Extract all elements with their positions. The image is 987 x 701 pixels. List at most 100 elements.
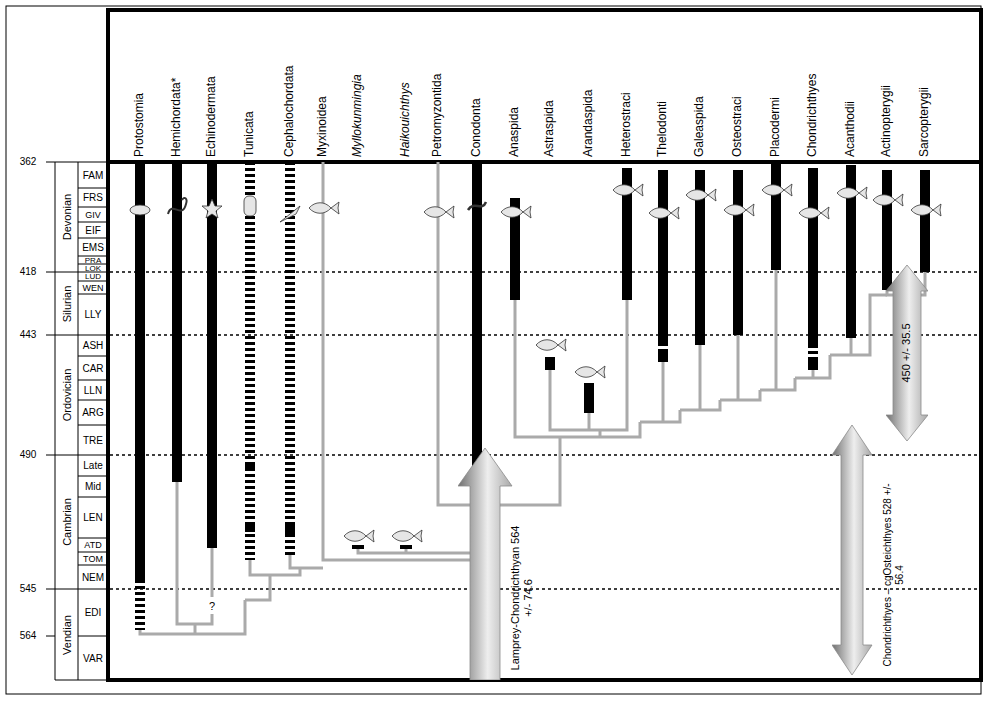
- period-label: Devonian: [60, 194, 73, 240]
- range-bar: [808, 168, 818, 345]
- grid-line: [55, 335, 108, 336]
- taxon-label: Actinopterygii: [880, 85, 894, 157]
- tree-branch: [599, 430, 602, 437]
- arrow-shape: [886, 265, 928, 441]
- stage-label: Late: [79, 456, 107, 476]
- range-bar: [135, 162, 145, 580]
- age-number: 545: [20, 583, 37, 595]
- range-bar: [285, 522, 295, 534]
- stage-label: LUD: [79, 273, 107, 281]
- fish-icon: [799, 207, 829, 219]
- dashed-range-bar: [285, 162, 295, 555]
- range-bar: [245, 522, 255, 532]
- estimate-label: Chondrichthyes – cgOsteichthyes 528 +/- …: [882, 473, 906, 678]
- tree-branch: [850, 338, 853, 355]
- time-scale-grid: [46, 162, 108, 680]
- estimate-label: 450 +/- 35.5: [900, 311, 913, 395]
- stage-label: LOK: [79, 265, 107, 272]
- stage-label: ASH: [79, 336, 107, 356]
- grid-line: [78, 497, 108, 498]
- range-bar: [920, 170, 930, 272]
- lancelet-icon: [280, 206, 300, 222]
- stage-label: EIF: [79, 223, 107, 238]
- taxon-label: Acanthodii: [844, 101, 858, 157]
- stage-label: FAM: [79, 163, 107, 188]
- range-bar: [245, 462, 255, 471]
- grid-line: [78, 222, 108, 223]
- grid-line: [78, 238, 108, 239]
- range-bar: [882, 170, 892, 290]
- estimate-label: Lamprey-Chondrichthyan 564 +/- 74.6: [509, 523, 535, 673]
- range-bar: [584, 383, 594, 413]
- taxon-label: Astraspida: [543, 100, 557, 157]
- fossil-fish-icon: [392, 530, 422, 542]
- tree-branch: [438, 162, 560, 505]
- fish-icon: [649, 207, 679, 219]
- taxon-label: Chondrichthyes: [806, 74, 820, 157]
- grid-line: [78, 565, 108, 566]
- range-bar: [658, 170, 668, 346]
- fish-icon: [837, 187, 867, 199]
- tree-branch: [211, 548, 214, 597]
- grid-line: [78, 294, 108, 295]
- stage-label: FRS: [79, 189, 107, 207]
- tree-branch: [405, 549, 408, 553]
- grid-line: [78, 636, 108, 637]
- tree-branch: [290, 555, 323, 568]
- axis-tick: [46, 335, 55, 336]
- grid-line: [55, 680, 108, 681]
- taxon-label: Galeaspida: [693, 96, 707, 157]
- taxon-label: Myxinoidea: [316, 96, 330, 157]
- stage-label: TRE: [79, 426, 107, 455]
- main-frame: [108, 10, 981, 680]
- range-bar: [658, 349, 668, 362]
- age-number: 443: [20, 329, 37, 341]
- stage-label: CAR: [79, 357, 107, 380]
- age-number: 564: [20, 630, 37, 642]
- fish-icon: [686, 189, 716, 201]
- taxon-label: Haikouichthys: [399, 82, 413, 157]
- taxon-label: Myllokunmingia: [351, 74, 365, 157]
- grid-line: [78, 400, 108, 401]
- hagfish-icon: [309, 202, 339, 214]
- range-bar: [207, 162, 217, 548]
- arrow-shape: [458, 448, 512, 680]
- tree-branch: [177, 482, 212, 624]
- starfish-icon: [202, 199, 222, 218]
- worm-icon: [168, 198, 187, 214]
- dashed-range-bar: [808, 345, 818, 360]
- period-label: Ordovician: [60, 369, 73, 422]
- tree-branch: [699, 345, 702, 410]
- fish-icon: [536, 339, 566, 351]
- stage-label: LLY: [79, 295, 107, 335]
- tree-branch: [140, 600, 245, 634]
- phylogeny-tree: [140, 162, 925, 634]
- grid-line: [55, 162, 56, 680]
- grid-line: [55, 589, 108, 590]
- fish-icon: [613, 184, 643, 196]
- conodont-icon: [468, 202, 486, 210]
- axis-tick: [46, 636, 55, 637]
- arrow-shape: [832, 425, 872, 675]
- stage-label: NEM: [79, 566, 107, 589]
- tree-branch: [515, 300, 640, 437]
- fish-icon: [873, 194, 903, 206]
- fish-icon: [762, 184, 792, 196]
- tree-branch: [720, 390, 760, 400]
- header-rule: [108, 160, 981, 164]
- estimate-arrow: Lamprey-Chondrichthyan 564 +/- 74.6: [458, 448, 538, 680]
- tunicate-icon: [244, 196, 256, 216]
- stage-label: TOM: [79, 553, 107, 565]
- age-number: 418: [20, 266, 37, 278]
- stage-label: LEN: [79, 498, 107, 538]
- taxon-label: Petromyzontida: [431, 74, 445, 157]
- stage-label: PRA: [79, 257, 107, 264]
- tree-branch: [640, 410, 680, 422]
- arrow-graphic: [832, 425, 918, 675]
- lamprey-icon: [424, 206, 454, 218]
- range-bars: [135, 162, 930, 630]
- taxon-label: Osteostraci: [731, 96, 745, 157]
- period-label: Silurian: [60, 285, 73, 322]
- tree-branch: [323, 162, 490, 560]
